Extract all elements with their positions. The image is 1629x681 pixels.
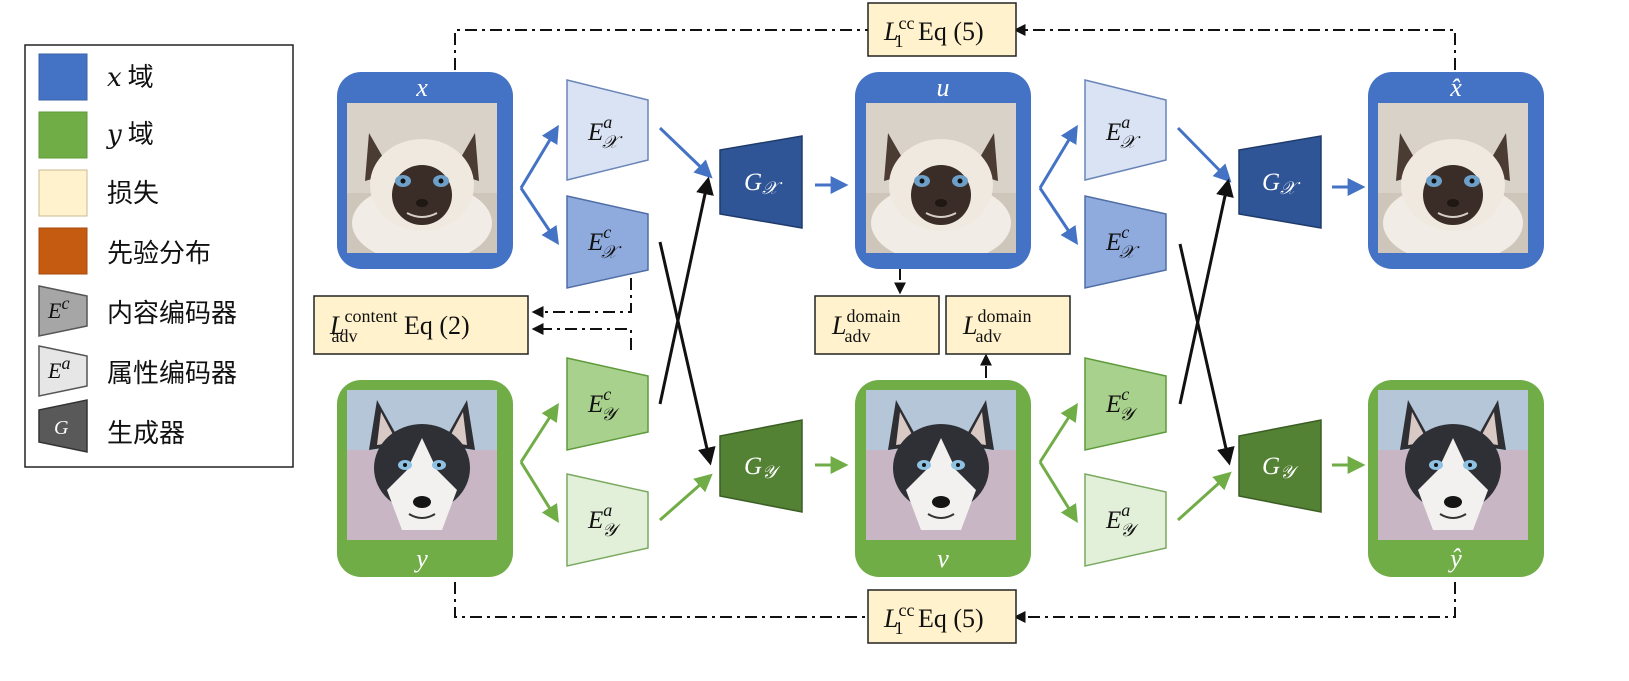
cc-top-left-line <box>454 29 868 70</box>
legend-attribute-encoder-symbol: Ea <box>47 353 70 383</box>
content-encoder-y-1 <box>566 357 649 451</box>
image-x: x <box>337 72 513 269</box>
arrow-x-to-content <box>519 187 559 245</box>
attr-encoder-x-2 <box>1084 79 1167 181</box>
legend-attribute-encoder-icon <box>38 345 88 397</box>
arrow-y-to-content <box>519 402 559 463</box>
arrow-cy-to-gx <box>658 176 714 405</box>
arrows <box>519 124 1366 524</box>
image-u-label: u <box>937 73 950 102</box>
arrow-u-to-content <box>1038 187 1078 245</box>
attr-encoder-y-2 <box>1084 473 1167 567</box>
content-encoder-x-2 <box>1084 195 1167 289</box>
cat-image <box>347 103 497 253</box>
image-y-label: y <box>413 544 428 573</box>
loss-domain-adv-u <box>814 295 940 355</box>
image-y-hat-label: ŷ <box>1447 544 1462 573</box>
image-x-label: x <box>415 73 428 102</box>
loss-cc-top <box>867 2 1017 57</box>
arrow-v-to-content <box>1038 402 1078 463</box>
loss-domain-adv-v <box>945 295 1071 355</box>
legend-content-encoder-symbol: Ec <box>47 293 69 323</box>
legend-prior-swatch <box>38 227 88 275</box>
cc-top-right-line <box>1013 24 1456 70</box>
legend-loss-swatch <box>38 169 88 217</box>
cat-image <box>1378 103 1528 253</box>
legend-content-encoder-icon <box>38 285 88 337</box>
legend-content-encoder-label: 内容编码器 <box>107 299 237 329</box>
legend-generator-icon <box>38 399 88 453</box>
cycle-loss-lines <box>454 24 1456 623</box>
generator-y-2 <box>1238 419 1322 513</box>
content-adv-line-top <box>531 278 632 318</box>
dog-image <box>1378 390 1528 540</box>
content-encoder-y-2 <box>1084 357 1167 451</box>
cat-image <box>866 103 1016 253</box>
generator-x-2 <box>1238 135 1322 229</box>
arrow-u-to-attr <box>1038 124 1078 189</box>
arrow-attr2-to-gx <box>1176 126 1232 183</box>
arrow-x-to-attr <box>519 124 559 189</box>
arrow-cy2-to-gx <box>1178 178 1234 405</box>
cc-bottom-left-line <box>454 582 868 618</box>
cc-bottom-right-line <box>1013 582 1456 623</box>
loss-cc-bottom <box>867 589 1017 644</box>
legend-attribute-encoder-label: 属性编码器 <box>107 359 237 389</box>
legend-loss-label: 损失 <box>107 179 159 209</box>
image-y-hat: ŷ <box>1368 380 1544 577</box>
dog-image <box>866 390 1016 540</box>
image-y: y <box>337 380 513 577</box>
image-v-label: v <box>937 544 949 573</box>
arrow-cx-to-gy <box>658 241 716 466</box>
legend-generator-label: 生成器 <box>107 419 185 449</box>
legend-y-swatch <box>38 111 88 159</box>
attr-encoder-x-1 <box>566 79 649 181</box>
attr-encoder-y-1 <box>566 473 649 567</box>
generator-x-1 <box>719 135 803 229</box>
legend-prior-label: 先验分布 <box>107 239 211 269</box>
arrow-attr-to-gy <box>659 473 713 522</box>
content-encoder-x-1 <box>566 195 649 289</box>
arrow-attr2-to-gy <box>1176 471 1232 522</box>
generator-y-1 <box>719 419 803 513</box>
image-x-hat: x̂ <box>1368 72 1544 269</box>
image-x-hat-label: x̂ <box>1449 73 1462 102</box>
arrow-cx2-to-gy <box>1178 243 1235 466</box>
generators: G𝒳 G𝒴 G𝒳 G𝒴 <box>719 135 1322 513</box>
legend-generator-symbol: G <box>54 417 69 439</box>
legend-x-swatch <box>38 53 88 101</box>
image-u: u <box>855 72 1031 269</box>
content-adv-line-bottom <box>531 323 632 350</box>
arrow-attr-to-gx <box>658 126 713 179</box>
loss-content-adv <box>313 295 529 355</box>
arrow-v-to-attr <box>1038 461 1078 524</box>
image-v: v <box>855 380 1031 577</box>
dog-image <box>347 390 497 540</box>
arrow-y-to-attr <box>519 461 559 524</box>
